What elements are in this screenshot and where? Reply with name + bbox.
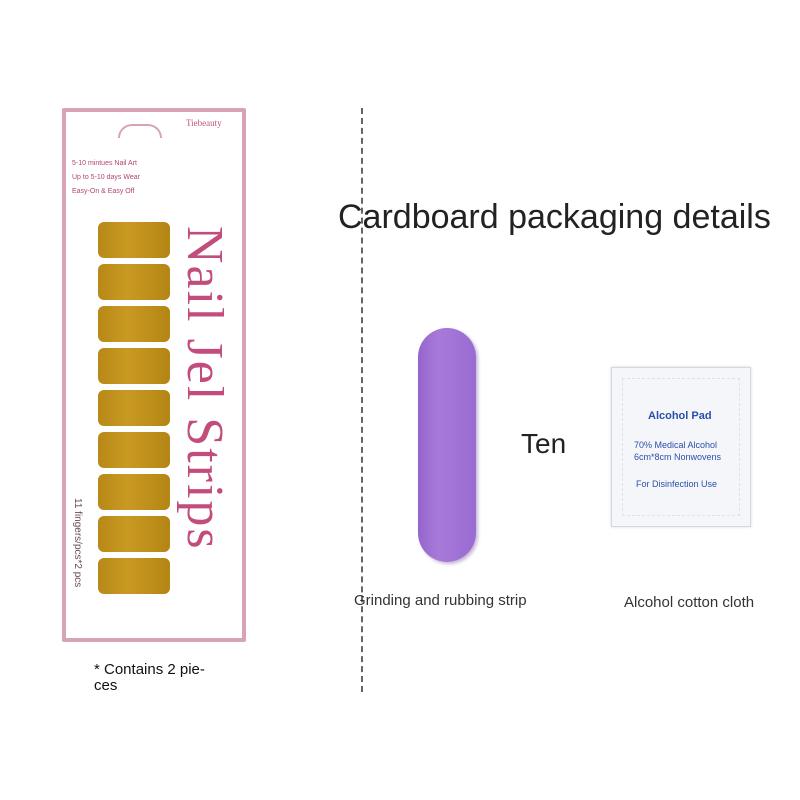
pad-line-2: 6cm*8cm Nonwovens [634,452,722,462]
pad-seal [622,378,740,516]
nail-strip [98,264,170,300]
feature-line-2: Up to 5-10 days Wear [72,174,140,181]
package-title: Nail Jel Strips [176,226,233,551]
contents-note: * Contains 2 pie- ces [94,662,244,694]
brand-label: Tiebeauty [186,118,222,128]
hang-hole [118,124,162,138]
nail-strip [98,348,170,384]
nail-file-strip [418,328,476,562]
package-count: 11 fingers/pcs*2 pcs [72,498,83,588]
nail-strip [98,432,170,468]
nail-strip [98,390,170,426]
feature-line-1: 5-10 mintues Nail Art [72,160,137,167]
nail-strip [98,558,170,594]
contents-note-line-1: * Contains 2 pie- [94,661,205,678]
nail-strip [98,222,170,258]
nail-strip [98,474,170,510]
nail-strip [98,516,170,552]
quantity-label: Ten [521,428,567,459]
nail-strip [98,306,170,342]
section-heading: Cardboard packaging details [338,198,771,236]
contents-note-line-2: ces [94,676,118,694]
pad-line-1: 70% Medical Alcohol [634,440,718,450]
pad-line-3: For Disinfection Use [636,479,718,489]
file-caption: Grinding and rubbing strip [354,592,527,609]
dashed-divider [361,108,363,692]
nail-strips-window [96,212,172,608]
alcohol-pad-packet: Alcohol Pad 70% Medical Alcohol 6cm*8cm … [611,367,751,527]
feature-line-3: Easy-On & Easy Off [72,188,135,195]
pad-caption: Alcohol cotton cloth [624,594,755,611]
pad-title: Alcohol Pad [648,410,712,422]
